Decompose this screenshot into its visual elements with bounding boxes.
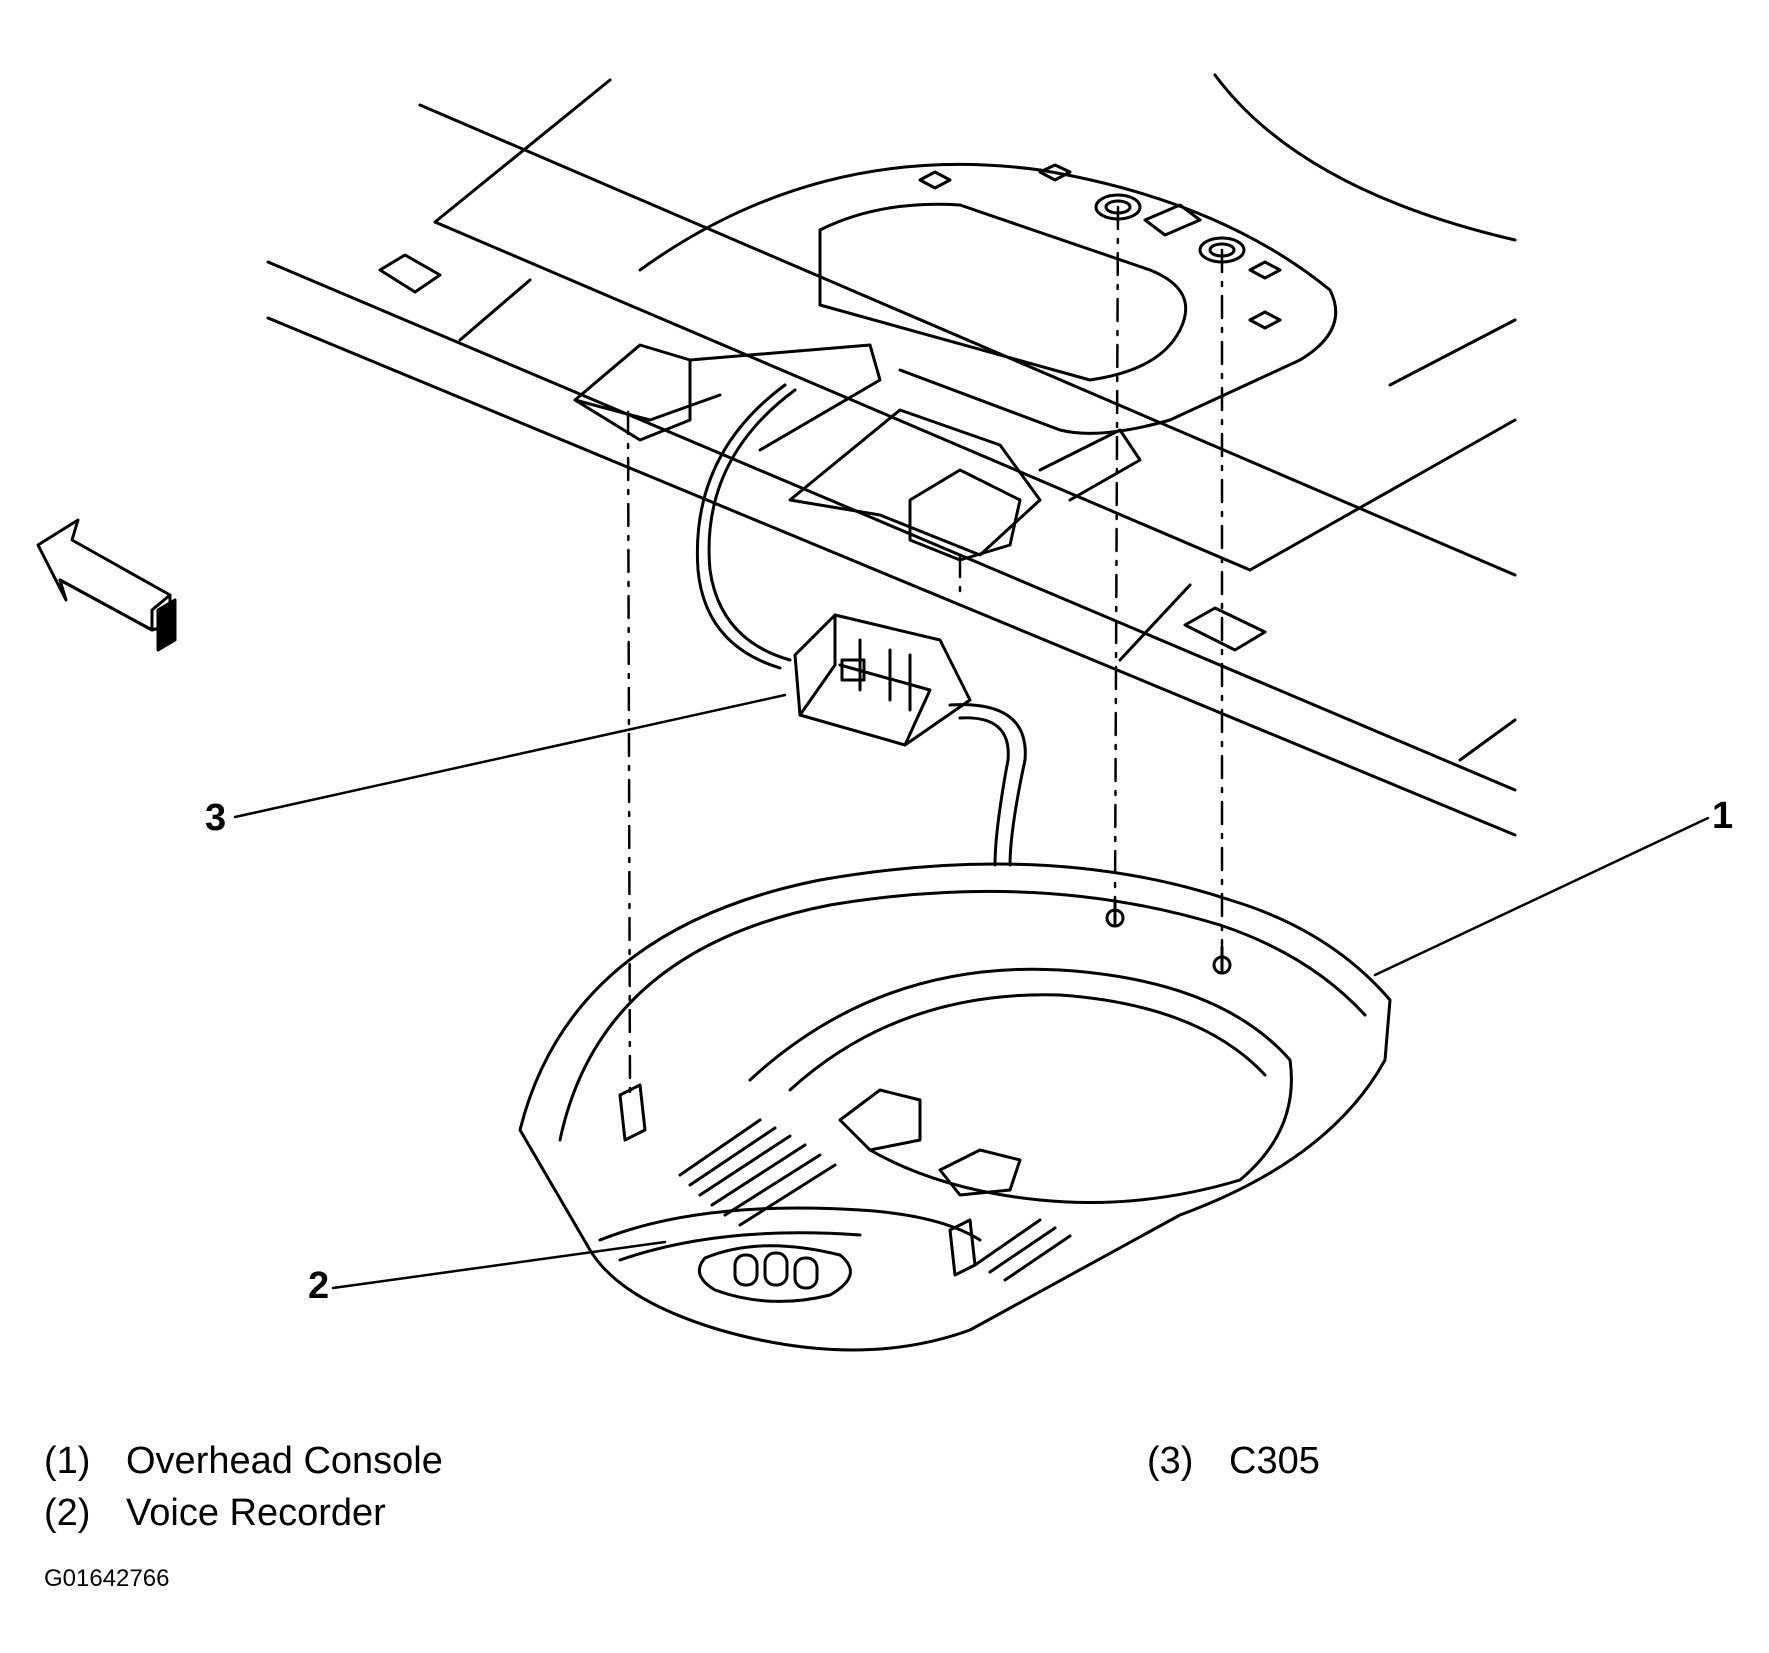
wiring-harness bbox=[695, 383, 1027, 867]
legend-item-3: (3) C305 bbox=[1147, 1440, 1320, 1483]
legend-item-1: (1) Overhead Console bbox=[44, 1440, 443, 1483]
legend-label: C305 bbox=[1229, 1440, 1320, 1482]
legend-number: (2) bbox=[44, 1492, 91, 1534]
callout-voice-recorder: 2 bbox=[308, 1265, 330, 1307]
legend-label: Voice Recorder bbox=[126, 1492, 386, 1534]
overhead-console bbox=[518, 862, 1392, 1352]
callout-overhead-console: 1 bbox=[1712, 795, 1734, 837]
voice-recorder bbox=[697, 1244, 852, 1303]
alignment-lines bbox=[626, 205, 1224, 1097]
legend-label: Overhead Console bbox=[126, 1440, 443, 1482]
leader-lines bbox=[233, 693, 1710, 1290]
figure-id: G01642766 bbox=[44, 1565, 170, 1592]
connector-c305 bbox=[793, 613, 972, 747]
legend-number: (3) bbox=[1147, 1440, 1194, 1482]
legend-number: (1) bbox=[44, 1440, 91, 1482]
legend-item-2: (2) Voice Recorder bbox=[44, 1492, 386, 1535]
roof-panel bbox=[266, 73, 1517, 837]
callout-c305: 3 bbox=[205, 797, 227, 839]
forward-arrow-icon bbox=[36, 518, 177, 652]
